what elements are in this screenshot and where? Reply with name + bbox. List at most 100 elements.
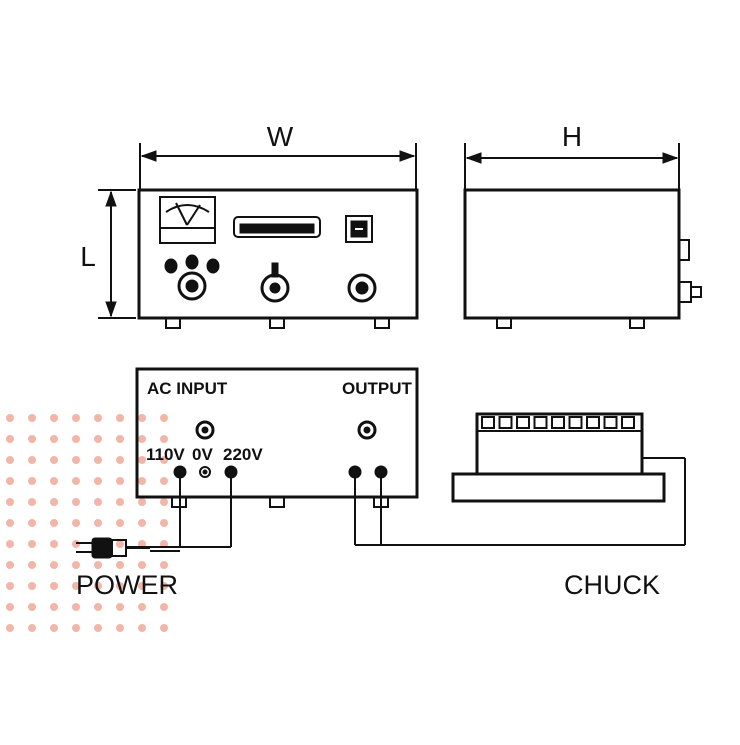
output-knob [347, 273, 377, 303]
watermark-dot [50, 435, 58, 443]
watermark-dot [138, 519, 146, 527]
watermark-dot [94, 582, 102, 590]
watermark-dot [160, 603, 168, 611]
chuck-label: CHUCK [564, 570, 660, 600]
watermark-dot [138, 561, 146, 569]
watermark-dot [6, 414, 14, 422]
watermark-dot [50, 456, 58, 464]
watermark-dot [138, 477, 146, 485]
watermark-dot [6, 519, 14, 527]
watermark-dot [6, 540, 14, 548]
output-wiring [354, 457, 686, 546]
watermark-dot [28, 456, 36, 464]
plug-icon [76, 537, 150, 559]
watermark-dot [138, 624, 146, 632]
width-label: W [267, 121, 294, 152]
width-dimension: W [139, 121, 417, 190]
watermark-dot [28, 435, 36, 443]
watermark-dot [6, 498, 14, 506]
watermark-dot [28, 477, 36, 485]
watermark-dot [6, 582, 14, 590]
watermark-dot [6, 624, 14, 632]
watermark-dot [94, 435, 102, 443]
chuck-pole-pieces [481, 416, 635, 429]
watermark-dot [160, 519, 168, 527]
watermark-dot [50, 414, 58, 422]
watermark-dot [160, 561, 168, 569]
watermark-dot [72, 435, 80, 443]
watermark-dot [138, 582, 146, 590]
watermark-dot [94, 603, 102, 611]
side-view [463, 188, 702, 329]
watermark-dot [94, 519, 102, 527]
watermark-dot [116, 540, 124, 548]
chuck-pole-piece [481, 416, 495, 429]
watermark-dot [94, 477, 102, 485]
watermark-dot [6, 603, 14, 611]
meter-icon [159, 196, 216, 244]
length-dimension: L [80, 189, 136, 319]
voltage-0-label: 0V [192, 445, 213, 464]
watermark-dot [160, 582, 168, 590]
chuck-pole-piece [533, 416, 548, 429]
watermark-dot [72, 414, 80, 422]
magnetic-chuck [451, 412, 666, 503]
watermark-dot [50, 519, 58, 527]
watermark-dot [138, 435, 146, 443]
selector-knob [164, 254, 220, 301]
watermark-dot [28, 603, 36, 611]
watermark-dot [116, 435, 124, 443]
watermark-dot [6, 456, 14, 464]
watermark-dot [72, 519, 80, 527]
watermark-dot [116, 498, 124, 506]
watermark-dot [116, 582, 124, 590]
watermark-dot [94, 561, 102, 569]
watermark-dot [28, 498, 36, 506]
voltage-110-label: 110V [146, 445, 185, 464]
switch-icon [345, 215, 373, 243]
fuse-holder [195, 420, 215, 440]
watermark-dot [28, 561, 36, 569]
terminal-0v [199, 466, 211, 478]
watermark-dot [50, 624, 58, 632]
watermark-dot [50, 603, 58, 611]
watermark-dot [72, 498, 80, 506]
watermark-dot [72, 582, 80, 590]
watermark-dot [116, 414, 124, 422]
length-label: L [80, 241, 96, 272]
watermark-dot [50, 561, 58, 569]
watermark-dot [6, 561, 14, 569]
watermark-dot [94, 414, 102, 422]
watermark-dot [116, 519, 124, 527]
voltage-220-label: 220V [223, 445, 263, 464]
output-jack [357, 420, 377, 440]
watermark-dot [160, 477, 168, 485]
chuck-pole-piece [498, 416, 513, 429]
watermark-dot [28, 519, 36, 527]
watermark-dot [116, 477, 124, 485]
watermark-dot [138, 456, 146, 464]
watermark-dot [72, 456, 80, 464]
watermark-dot [50, 582, 58, 590]
chuck-pole-piece [603, 416, 618, 429]
watermark-dot [138, 498, 146, 506]
chuck-pole-piece [551, 416, 565, 429]
watermark-dot [50, 477, 58, 485]
watermark-dot [160, 435, 168, 443]
watermark-dot [160, 624, 168, 632]
rear-view: AC INPUT OUTPUT 110V 0V 220V [135, 367, 419, 508]
watermark-dot [94, 624, 102, 632]
watermark-dot [72, 603, 80, 611]
watermark-dot [28, 624, 36, 632]
watermark-dot [138, 414, 146, 422]
dot-watermark [6, 414, 168, 632]
watermark-dot [28, 540, 36, 548]
watermark-dot [72, 561, 80, 569]
watermark-dot [94, 456, 102, 464]
watermark-dot [28, 414, 36, 422]
front-view [137, 188, 419, 329]
watermark-dot [116, 456, 124, 464]
watermark-dot [72, 624, 80, 632]
watermark-dot [50, 498, 58, 506]
